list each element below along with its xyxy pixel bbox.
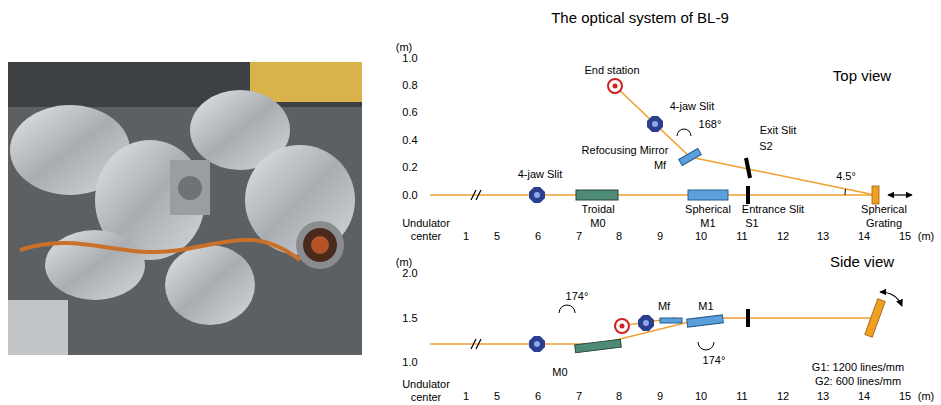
axis-tick: 1.0 bbox=[402, 356, 417, 369]
part-symbol: M0 bbox=[590, 217, 605, 230]
axis-tick: 15 bbox=[899, 390, 911, 403]
axis-tick: 1 bbox=[463, 230, 469, 243]
axis-tick: 13 bbox=[817, 230, 829, 243]
axis-tick: 12 bbox=[777, 230, 789, 243]
grating-spec: G2: 600 lines/mm bbox=[815, 375, 901, 388]
axis-tick: 0.8 bbox=[402, 79, 417, 92]
part-name: Exit Slit bbox=[760, 124, 797, 137]
part-name: End station bbox=[584, 64, 639, 77]
part-name: Spherical bbox=[685, 203, 731, 216]
part-name: Entrance Slit bbox=[742, 203, 804, 216]
axis-tick: 11 bbox=[736, 230, 747, 243]
axis-tick: 9 bbox=[657, 390, 663, 403]
axis-tick: 14 bbox=[858, 230, 870, 243]
top-view-optics bbox=[529, 79, 912, 204]
part-name: 4-jaw Slit bbox=[670, 100, 715, 113]
axis-tick: 7 bbox=[576, 230, 582, 243]
axis-tick: 9 bbox=[657, 230, 663, 243]
top-view-beamline bbox=[430, 86, 875, 200]
part-symbol: S1 bbox=[745, 217, 758, 230]
axis-tick: 13 bbox=[817, 390, 829, 403]
grating-spec: G1: 1200 lines/mm bbox=[812, 361, 904, 374]
part-name: Troidal bbox=[581, 203, 614, 216]
part-symbol: Mf bbox=[658, 300, 670, 313]
axis-tick: 7 bbox=[576, 390, 582, 403]
axis-tick: 11 bbox=[736, 390, 747, 403]
part-symbol: M0 bbox=[552, 366, 567, 379]
diagram-title: The optical system of BL-9 bbox=[551, 9, 729, 27]
part-name: Refocusing Mirror bbox=[582, 144, 669, 157]
axis-unit: (m) bbox=[918, 390, 935, 403]
axis-tick: 1.5 bbox=[402, 312, 417, 325]
axis-origin: Undulator center bbox=[397, 378, 455, 404]
axis-tick: 5 bbox=[494, 230, 500, 243]
axis-tick: 15 bbox=[899, 230, 911, 243]
part-symbol: Mf bbox=[654, 159, 666, 172]
part-symbol: M1 bbox=[698, 300, 713, 313]
part-name: 4-jaw Slit bbox=[518, 168, 563, 181]
axis-tick: 14 bbox=[858, 390, 870, 403]
side-view-optics bbox=[529, 299, 885, 353]
part-name: Spherical bbox=[861, 203, 907, 216]
axis-tick: 5 bbox=[494, 390, 500, 403]
axis-origin: Undulator center bbox=[397, 217, 455, 243]
axis-tick: 8 bbox=[616, 390, 622, 403]
view-title: Top view bbox=[833, 67, 891, 85]
side-view-beamline bbox=[430, 292, 902, 350]
axis-unit: (m) bbox=[918, 230, 935, 243]
axis-tick: 6 bbox=[535, 390, 541, 403]
angle-label: 4.5° bbox=[836, 170, 856, 183]
axis-tick: 0.2 bbox=[402, 161, 417, 174]
beamline-photo bbox=[8, 62, 362, 355]
axis-tick: 8 bbox=[616, 230, 622, 243]
axis-tick: 0.6 bbox=[402, 106, 417, 119]
part-symbol: M1 bbox=[700, 217, 715, 230]
axis-tick: 2.0 bbox=[402, 267, 417, 280]
part-name: Grating bbox=[866, 217, 902, 230]
part-symbol: S2 bbox=[759, 140, 772, 153]
axis-tick: 1.0 bbox=[402, 52, 417, 65]
angle-label: 168° bbox=[699, 118, 722, 131]
axis-tick: 0.0 bbox=[402, 189, 417, 202]
view-title: Side view bbox=[830, 253, 894, 271]
axis-tick: 1 bbox=[463, 390, 469, 403]
axis-tick: 6 bbox=[535, 230, 541, 243]
angle-label: 174° bbox=[566, 290, 589, 303]
axis-tick: 10 bbox=[695, 390, 707, 403]
angle-label: 174° bbox=[703, 354, 726, 367]
axis-tick: 10 bbox=[695, 230, 707, 243]
axis-tick: 0.4 bbox=[402, 134, 417, 147]
axis-tick: 12 bbox=[777, 390, 789, 403]
